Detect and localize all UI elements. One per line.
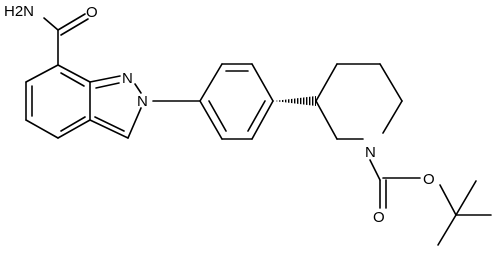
label-piperidine-n: N <box>365 144 376 161</box>
label-carbonyl-o: O <box>373 209 385 226</box>
indazole-pyrazole-ring <box>89 75 142 139</box>
indazole-benzo-ring <box>25 64 91 139</box>
phenyl-ring <box>199 63 274 140</box>
label-indazole-n1: N <box>122 70 133 87</box>
bond-c-o-1 <box>57 13 86 31</box>
bond-c-o-2 <box>60 18 89 36</box>
boc-group <box>369 159 492 246</box>
label-amide-o: O <box>86 4 98 21</box>
piperidine-ring <box>315 63 403 140</box>
bond-c-nh2 <box>43 17 59 31</box>
label-ester-o: O <box>423 171 435 188</box>
carboxamide-group <box>43 13 89 66</box>
stereo-hashed-wedge <box>274 96 316 106</box>
label-indazole-n2: N <box>137 93 148 110</box>
label-amide-nh2: H2N <box>4 3 34 20</box>
